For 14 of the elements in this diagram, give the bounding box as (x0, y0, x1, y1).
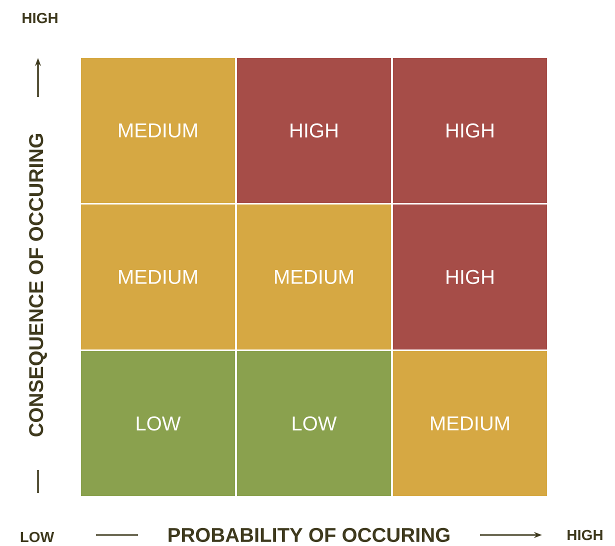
risk-cell: MEDIUM (81, 58, 235, 204)
axis-label: LOW (20, 532, 54, 542)
risk-cell: MEDIUM (393, 350, 547, 496)
risk-cell: HIGH (237, 58, 391, 204)
axis-label: HIGH (22, 12, 58, 24)
axis-title: PROBABILITY OF OCCURING (168, 528, 450, 542)
axis-label: HIGH (568, 530, 602, 540)
risk-cell: MEDIUM (237, 204, 391, 350)
risk-cell: HIGH (393, 58, 547, 204)
risk-cell: HIGH (393, 204, 547, 350)
risk-cell: MEDIUM (81, 204, 235, 350)
axis-title: CONSEQUENCE OF OCCURING (29, 134, 47, 436)
risk-cell: LOW (81, 350, 235, 496)
risk-cell: LOW (237, 350, 391, 496)
